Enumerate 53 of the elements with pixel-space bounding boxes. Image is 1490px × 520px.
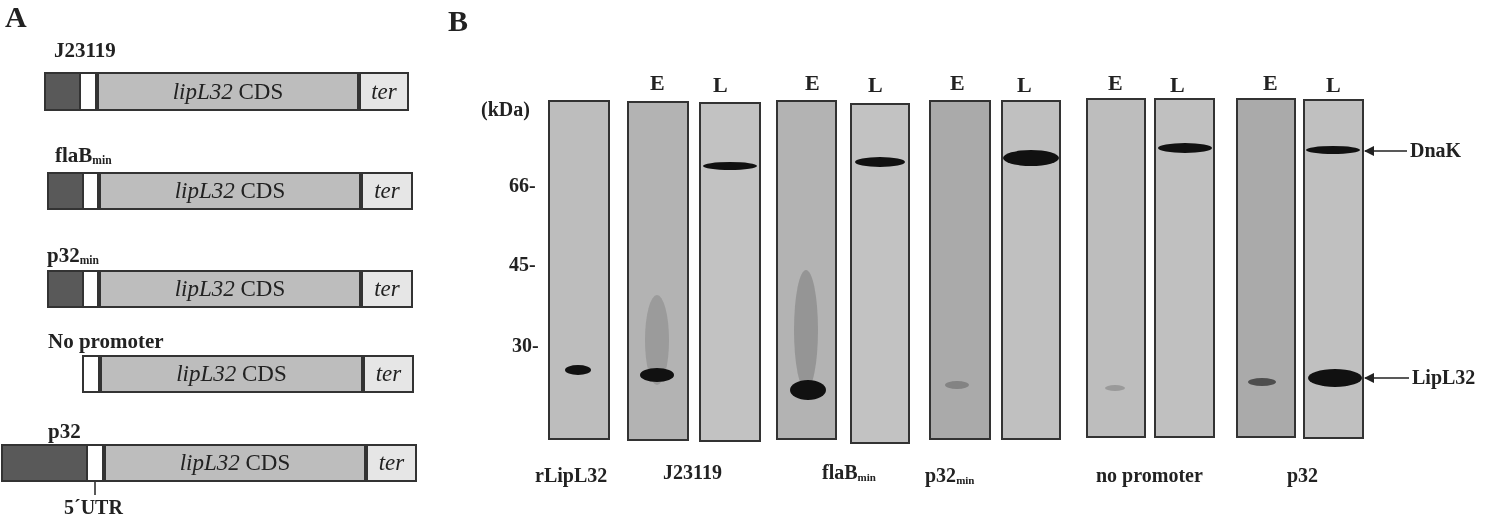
picture (1303, 99, 1364, 439)
terminator-box: ter (366, 444, 417, 482)
cds-box: lipL32 CDS (100, 355, 363, 393)
lane-label: E (805, 72, 820, 94)
promoter-box (44, 72, 79, 111)
lane-label: E (950, 72, 965, 94)
construct-name: No promoter (48, 331, 164, 352)
arrow (1363, 145, 1408, 157)
sample-label: p32$_{min}$ (925, 465, 975, 487)
terminator-box: ter (361, 172, 413, 210)
cds-box: lipL32 CDS (99, 270, 361, 308)
unit-label: (kDa) (481, 99, 530, 119)
lane-label: L (1326, 74, 1341, 96)
promoter-box (1, 444, 86, 482)
construct-name: J23119 (54, 40, 116, 61)
promoter-box (47, 172, 82, 210)
leader-line (94, 481, 96, 496)
construct-name: p32 (48, 421, 81, 442)
utr-box (86, 444, 104, 482)
cds-box: lipL32 CDS (97, 72, 359, 111)
protein-label: LipL32 (1412, 367, 1488, 389)
utr-box (82, 172, 99, 210)
lane-label: L (868, 74, 883, 96)
utr-box (82, 270, 99, 308)
construct-name: flaB$_{min}$ (55, 145, 112, 167)
lane-label: L (1170, 74, 1185, 96)
size-marker: 30- (512, 335, 539, 355)
sample-label: flaB$_{min}$ (822, 462, 876, 484)
promoter-box (47, 270, 82, 308)
construct-name: p32$_{min}$ (47, 245, 99, 267)
sample-label: J23119 (663, 462, 722, 482)
sample-label: no promoter (1096, 465, 1203, 485)
protein-label: DnaK (1410, 140, 1480, 162)
lane-label: E (1263, 72, 1278, 94)
terminator-box: ter (361, 270, 413, 308)
terminator-box: ter (359, 72, 409, 111)
terminator-box: ter (363, 355, 414, 393)
lane-label: L (1017, 74, 1032, 96)
utr-box (82, 355, 100, 393)
size-marker: 66- (509, 175, 536, 195)
lane-label: E (1108, 72, 1123, 94)
cds-box: lipL32 CDS (99, 172, 361, 210)
cds-box: lipL32 CDS (104, 444, 366, 482)
sample-label: p32 (1287, 465, 1319, 485)
size-marker: 45- (509, 254, 536, 274)
sample-label: rLipL32 (535, 465, 608, 485)
lane-label: E (650, 72, 665, 94)
panel-letter: A (5, 2, 27, 32)
panel-letter: B (448, 6, 468, 36)
arrow (1363, 372, 1410, 384)
region-label: 5´UTR (64, 497, 126, 517)
utr-box (79, 72, 97, 111)
lane-label: L (713, 74, 728, 96)
